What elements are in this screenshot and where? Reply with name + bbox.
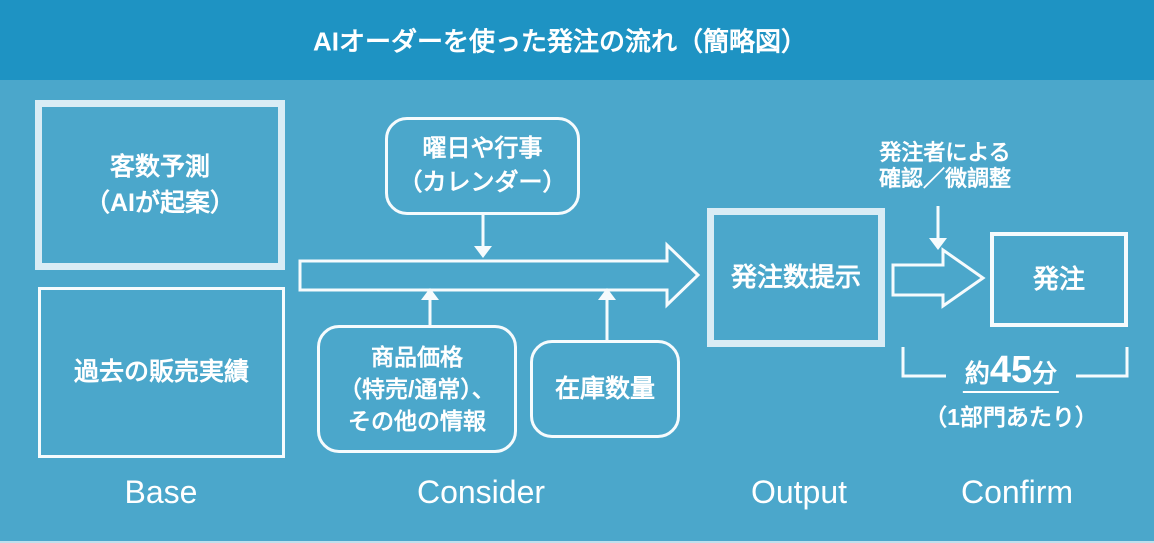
product-price-box: 商品価格 （特売/通常）、 その他の情報 (317, 325, 517, 453)
title-bar: AIオーダーを使った発注の流れ（簡略図） (0, 0, 1154, 80)
duration-prefix: 約 (964, 360, 990, 388)
bottom-edge-line (0, 541, 1154, 543)
order-suggestion-label: 発注数提示 (730, 261, 861, 292)
reviewer-arrow-head (929, 238, 947, 250)
duration-bracket-right (1076, 347, 1129, 378)
duration-text: 約45分 (962, 349, 1060, 393)
customer-forecast-box: 客数予測 （AIが起案） (35, 100, 285, 270)
customer-forecast-line2: （AIが起案） (84, 189, 235, 217)
product-price-line3: その他の情報 (348, 408, 486, 435)
handoff-arrow (891, 247, 986, 309)
stock-arrow-head (598, 288, 616, 300)
duration-suffix: 分 (1032, 360, 1058, 388)
calendar-box: 曜日や行事 （カレンダー） (385, 117, 580, 215)
product-price-line1: 商品価格 (371, 343, 463, 370)
stage-label-confirm: Confirm (960, 474, 1074, 510)
order-suggestion-box: 発注数提示 (707, 208, 885, 347)
price-arrow-head (421, 288, 439, 300)
reviewer-note: 発注者による 確認／微調整 (879, 140, 1011, 193)
calendar-arrow-head (474, 246, 492, 258)
stock-quantity-label: 在庫数量 (554, 374, 655, 403)
order-label: 発注 (1032, 263, 1085, 294)
calendar-line1: 曜日や行事 (422, 135, 543, 163)
duration-bracket-left (901, 347, 946, 378)
duration-annotation: 約45分 (962, 349, 1060, 393)
duration-detail: （1部門あたり） (924, 404, 1098, 430)
past-sales-box: 過去の販売実績 (38, 287, 285, 458)
stock-quantity-box: 在庫数量 (530, 340, 680, 438)
order-box: 発注 (990, 232, 1128, 327)
duration-value: 45 (989, 349, 1033, 391)
calendar-line2: （カレンダー） (398, 169, 567, 196)
stage-label-consider: Consider (416, 474, 546, 510)
reviewer-note-line2: 確認／微調整 (878, 166, 1012, 192)
product-price-line2: （特売/通常）、 (339, 375, 495, 402)
main-flow-arrow (298, 241, 701, 309)
stage-label-output: Output (750, 474, 848, 510)
reviewer-note-line1: 発注者による (879, 140, 1011, 165)
diagram-title: AIオーダーを使った発注の流れ（簡略図） (312, 26, 808, 57)
stage-label-base: Base (124, 474, 198, 510)
past-sales-label: 過去の販売実績 (73, 358, 249, 387)
customer-forecast-line1: 客数予測 (109, 152, 210, 181)
